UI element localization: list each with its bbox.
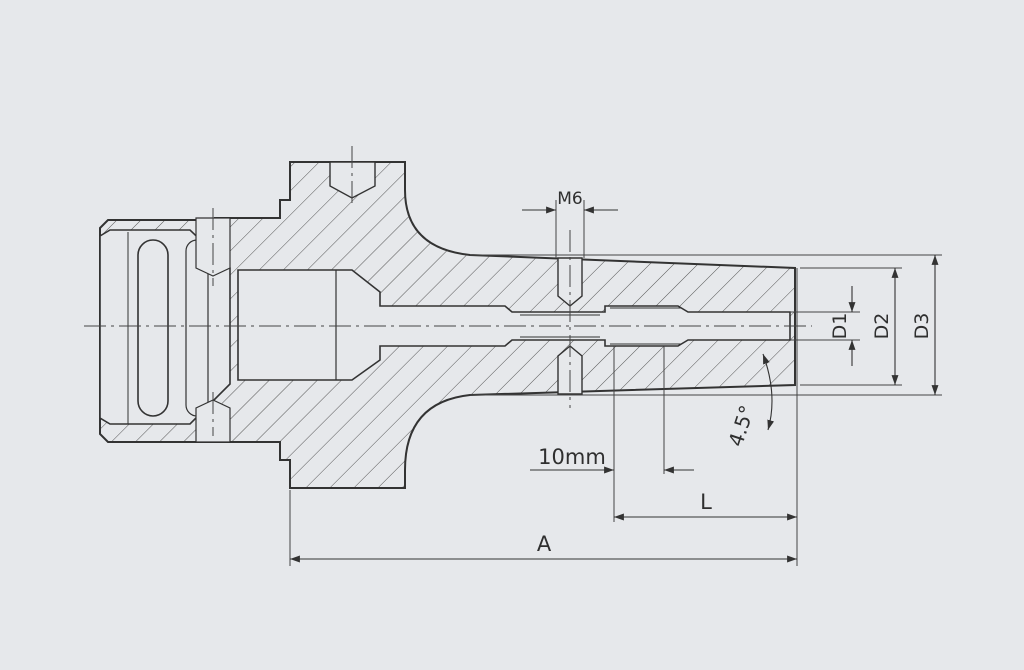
flange-screw-hole — [329, 161, 376, 199]
collet-groove-1 — [137, 239, 169, 417]
angle-arc — [762, 353, 775, 431]
collet-bore — [99, 229, 231, 425]
label-l: L — [700, 490, 712, 514]
label-d3: D3 — [911, 313, 933, 340]
label-m6: M6 — [557, 189, 582, 209]
label-taper-angle: 4.5° — [723, 402, 759, 449]
dimension-lines — [290, 206, 939, 563]
label-d1: D1 — [829, 313, 851, 340]
holder-section — [99, 161, 796, 489]
label-10mm: 10mm — [538, 445, 606, 469]
center-lines — [84, 146, 812, 436]
label-a: A — [537, 532, 552, 556]
extension-lines — [289, 200, 942, 566]
label-d2: D2 — [871, 313, 893, 340]
